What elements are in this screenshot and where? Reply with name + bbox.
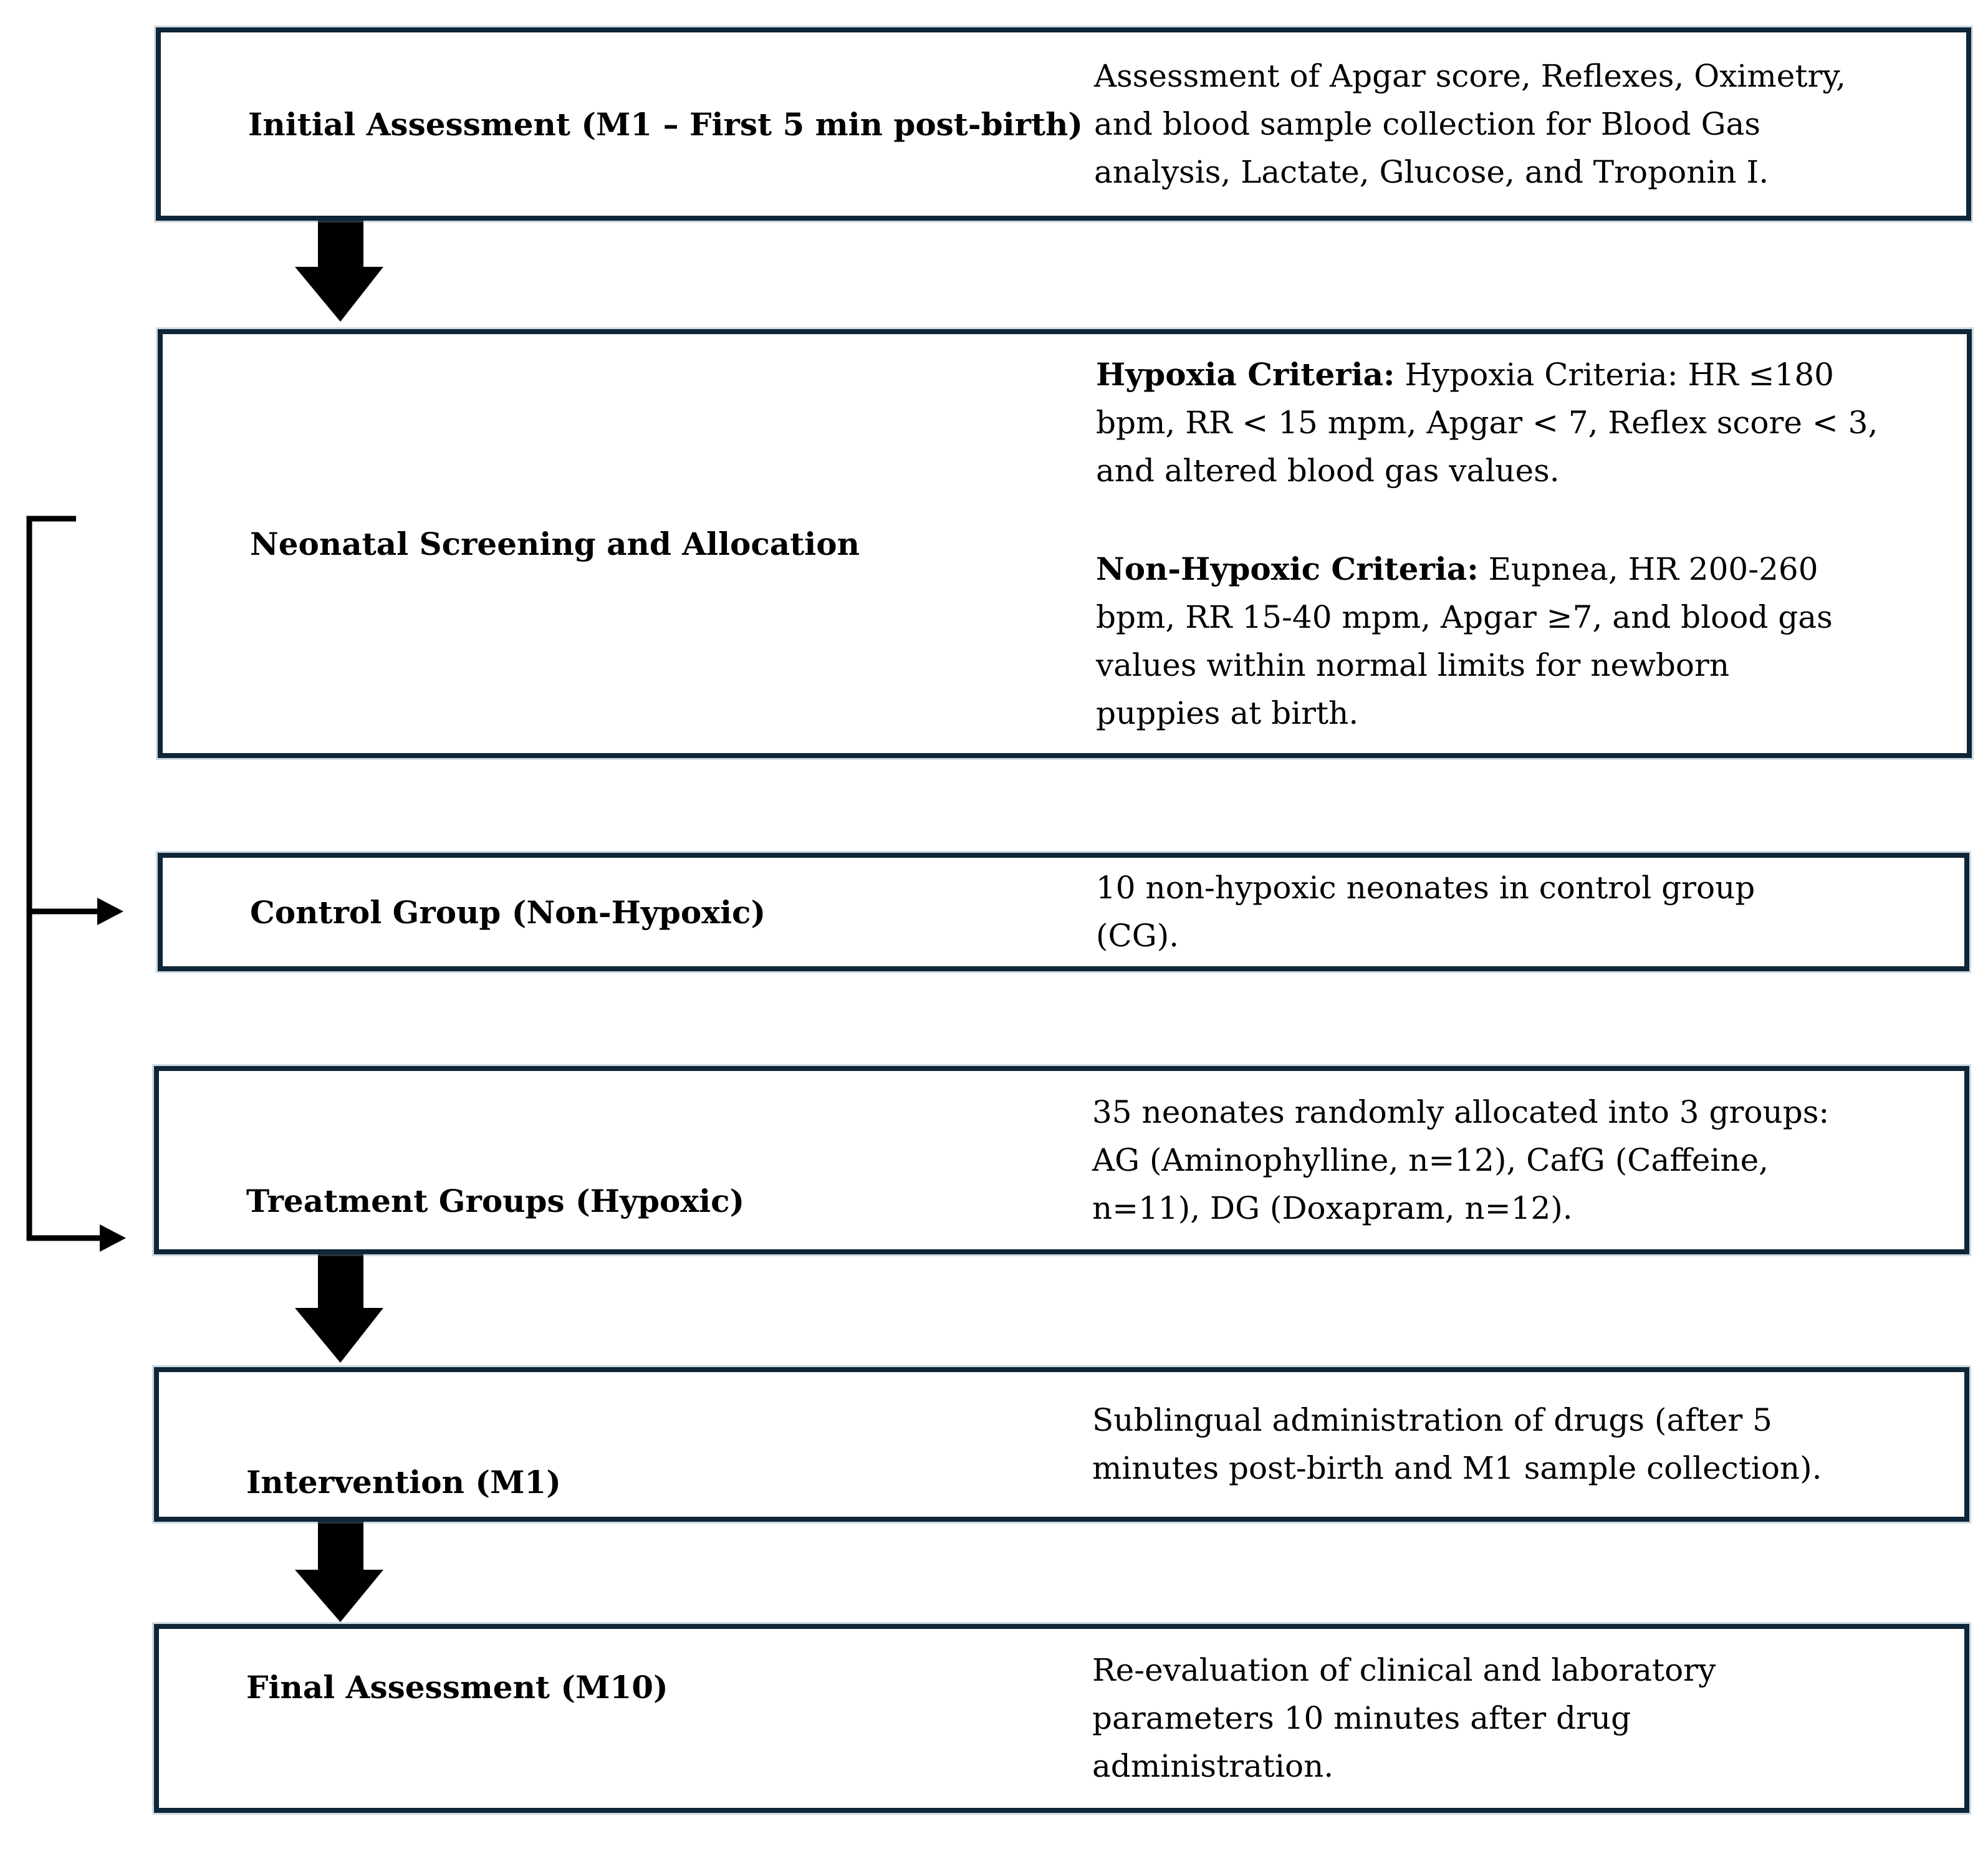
- box-desc-cell: Re-evaluation of clinical and laboratory…: [1092, 1629, 1964, 1808]
- box-title: Final Assessment (M10): [246, 1669, 668, 1706]
- box-desc-cell: Assessment of Apgar score, Reflexes, Oxi…: [1094, 32, 1966, 216]
- box-desc-cell: Sublingual administration of drugs (afte…: [1092, 1372, 1964, 1517]
- non-hypoxic-criteria-text: Eupnea, HR 200-260 bpm, RR 15-40 mpm, Ap…: [1096, 550, 1833, 731]
- box-title-cell: Final Assessment (M10): [159, 1629, 1092, 1808]
- hypoxia-criteria-paragraph: Hypoxia Criteria: Hypoxia Criteria: HR ≤…: [1096, 350, 1923, 495]
- hypoxia-criteria-lead: Hypoxia Criteria:: [1096, 355, 1395, 393]
- flow-box-treatment-groups: Treatment Groups (Hypoxic) 35 neonates r…: [154, 1066, 1969, 1254]
- flow-box-neonatal-screening: Neonatal Screening and Allocation Hypoxi…: [158, 329, 1972, 758]
- flow-box-initial-assessment: Initial Assessment (M1 – First 5 min pos…: [156, 27, 1971, 221]
- flow-box-final-assessment: Final Assessment (M10) Re-evaluation of …: [154, 1624, 1969, 1813]
- box-title: Neonatal Screening and Allocation: [250, 525, 860, 562]
- box-title-cell: Treatment Groups (Hypoxic): [159, 1071, 1092, 1249]
- box-title: Initial Assessment (M1 – First 5 min pos…: [248, 105, 1083, 143]
- down-block-arrow-3: [295, 1522, 383, 1622]
- box-description: Sublingual administration of drugs (afte…: [1092, 1402, 1822, 1486]
- box-title: Treatment Groups (Hypoxic): [246, 1182, 745, 1219]
- flow-box-control-group: Control Group (Non-Hypoxic) 10 non-hypox…: [158, 853, 1969, 971]
- box-title-cell: Control Group (Non-Hypoxic): [163, 858, 1096, 966]
- box-description: 35 neonates randomly allocated into 3 gr…: [1092, 1093, 1830, 1226]
- down-block-arrow-1: [295, 221, 383, 322]
- non-hypoxic-criteria-paragraph: Non-Hypoxic Criteria: Eupnea, HR 200-260…: [1096, 545, 1923, 737]
- box-description: 10 non-hypoxic neonates in control group…: [1096, 870, 1755, 954]
- branch-arrow-to-control-group: [97, 898, 123, 925]
- box-title-cell: Neonatal Screening and Allocation: [163, 334, 1096, 753]
- box-description: Re-evaluation of clinical and laboratory…: [1092, 1652, 1716, 1784]
- hypoxia-criteria-text: Hypoxia Criteria: HR ≤180 bpm, RR < 15 m…: [1096, 356, 1878, 489]
- non-hypoxic-criteria-lead: Non-Hypoxic Criteria:: [1096, 550, 1479, 587]
- box-desc-cell: Hypoxia Criteria: Hypoxia Criteria: HR ≤…: [1096, 334, 1967, 753]
- down-block-arrow-2: [295, 1254, 383, 1363]
- branch-arrow-to-treatment-groups: [100, 1224, 126, 1252]
- box-desc-cell: 35 neonates randomly allocated into 3 gr…: [1092, 1071, 1964, 1249]
- box-desc-cell: 10 non-hypoxic neonates in control group…: [1096, 858, 1964, 966]
- box-title: Control Group (Non-Hypoxic): [250, 893, 766, 931]
- box-title-cell: Initial Assessment (M1 – First 5 min pos…: [161, 32, 1094, 216]
- box-title: Intervention (M1): [246, 1463, 561, 1501]
- branch-bracket-line: [26, 516, 101, 1241]
- flow-box-intervention: Intervention (M1) Sublingual administrat…: [154, 1367, 1969, 1522]
- box-description: Assessment of Apgar score, Reflexes, Oxi…: [1094, 57, 1846, 190]
- box-title-cell: Intervention (M1): [159, 1372, 1092, 1517]
